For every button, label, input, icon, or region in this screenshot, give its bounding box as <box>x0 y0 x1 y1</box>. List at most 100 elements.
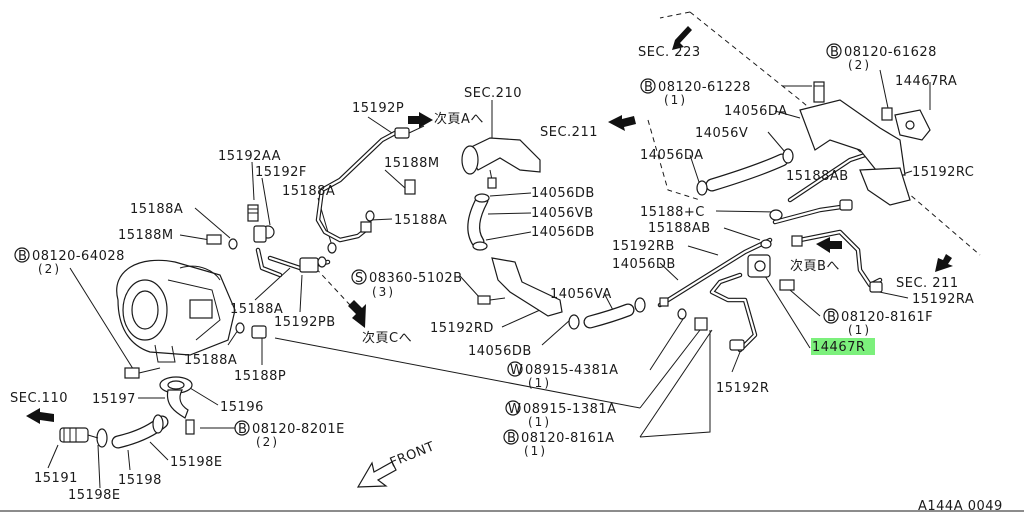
part-15188A-label-2[interactable]: 15188A <box>130 202 183 217</box>
part-15192RB-label[interactable]: 15192RB <box>612 239 675 254</box>
part-14056DA-label[interactable]: 14056DA <box>724 104 788 119</box>
part-15197-label[interactable]: 15197 <box>92 392 136 407</box>
bolt-08120-8201E-label[interactable]: 08120-8201E <box>252 422 345 437</box>
part-14056DA-label-2[interactable]: 14056DA <box>640 148 704 163</box>
sec-211-label[interactable]: SEC.211 <box>540 125 598 140</box>
prefix-markers: B B B S B W W B B <box>14 43 842 446</box>
svg-text:B: B <box>507 431 516 446</box>
part-14056DB-label-2[interactable]: 14056DB <box>531 225 595 240</box>
part-14056DB-label-3[interactable]: 14056DB <box>612 257 676 272</box>
part-15192P-label[interactable]: 15192P <box>352 101 404 116</box>
svg-text:(1): (1) <box>848 323 871 337</box>
part-15188M-label-2[interactable]: 15188M <box>118 228 174 243</box>
arrow-icon <box>672 26 692 50</box>
highlight-box <box>811 338 875 355</box>
part-14056VA-label[interactable]: 14056VA <box>550 287 612 302</box>
part-15188C-label[interactable]: 15188+C <box>640 205 705 220</box>
bolt-icon <box>124 367 161 379</box>
bolt-08120-64028-label[interactable]: 08120-64028 <box>32 249 125 264</box>
svg-text:(1): (1) <box>528 415 551 429</box>
svg-text:B: B <box>644 80 653 95</box>
part-15192F-label[interactable]: 15192F <box>255 165 307 180</box>
arrow-icon <box>26 408 54 424</box>
sec-211-label-2[interactable]: SEC. 211 <box>896 276 959 291</box>
part-15198-label[interactable]: 15198 <box>118 473 162 488</box>
water-pipe-assembly <box>657 147 883 353</box>
next-page-B-label[interactable]: 次頁Bへ <box>790 258 840 274</box>
part-labels: SEC. 223 08120-61628 (2) 14467RA 08120-6… <box>10 45 1003 512</box>
svg-text:(1): (1) <box>664 93 687 107</box>
svg-text:B: B <box>830 45 839 60</box>
screw-08360-5102B-label[interactable]: 08360-5102B <box>369 271 463 286</box>
arrow-icon <box>816 237 842 253</box>
part-15188AB-label-2[interactable]: 15188AB <box>648 221 711 236</box>
svg-text:(1): (1) <box>524 444 547 458</box>
part-15198E-label[interactable]: 15198E <box>170 455 223 470</box>
part-15196-label[interactable]: 15196 <box>220 400 264 415</box>
bolt-08120-8161A-label[interactable]: 08120-8161A <box>521 431 615 446</box>
next-page-C-label[interactable]: 次頁Cへ <box>362 330 412 346</box>
connector <box>59 427 99 443</box>
bolt-08120-61228-label[interactable]: 08120-61228 <box>658 80 751 95</box>
sec-210-label[interactable]: SEC.210 <box>464 86 522 101</box>
svg-text:B: B <box>238 422 247 437</box>
figure-code: A144A 0049 <box>918 499 1003 512</box>
arrow-icon <box>348 300 366 328</box>
bolt-08120-61628-label[interactable]: 08120-61628 <box>844 45 937 60</box>
arrow-icons <box>26 26 953 488</box>
part-15192RC-label[interactable]: 15192RC <box>912 165 974 180</box>
part-15188A-label-3[interactable]: 15188A <box>394 213 447 228</box>
part-14467R-label[interactable]: 14467R <box>812 340 865 355</box>
part-14056V-label[interactable]: 14056V <box>695 126 748 141</box>
part-15188AB-label[interactable]: 15188AB <box>786 169 849 184</box>
svg-text:(2): (2) <box>848 58 871 72</box>
svg-text:(1): (1) <box>528 376 551 390</box>
part-15191-label[interactable]: 15191 <box>34 471 78 486</box>
next-page-A-label[interactable]: 次頁Aへ <box>434 111 484 127</box>
part-15192RD-label[interactable]: 15192RD <box>430 321 494 336</box>
svg-text:W: W <box>508 402 521 417</box>
heat-shield-bracket <box>799 81 931 206</box>
sec-223-label[interactable]: SEC. 223 <box>638 45 701 60</box>
pipe-bracket <box>477 257 563 317</box>
water-hose <box>467 193 490 251</box>
svg-text:B: B <box>827 310 836 325</box>
arrow-icon <box>608 115 636 131</box>
part-15188M-label[interactable]: 15188M <box>384 156 440 171</box>
washer-08915-4381A-label[interactable]: 08915-4381A <box>525 363 619 378</box>
part-15192R-label[interactable]: 15192R <box>716 381 769 396</box>
banjo-bolts <box>206 179 416 339</box>
svg-text:B: B <box>18 249 27 264</box>
part-15188A-label-4[interactable]: 15188A <box>230 302 283 317</box>
part-15198E-label-2[interactable]: 15198E <box>68 488 121 503</box>
bolt-08120-8161F-label[interactable]: 08120-8161F <box>841 310 933 325</box>
part-15188A-label[interactable]: 15188A <box>282 184 335 199</box>
arrow-icon <box>935 254 953 272</box>
part-15192PB-label[interactable]: 15192PB <box>274 315 336 330</box>
part-14056VB-label[interactable]: 14056VB <box>531 206 594 221</box>
arrow-icon <box>408 112 433 128</box>
oil-return-tube <box>159 376 195 435</box>
part-15188P-label[interactable]: 15188P <box>234 369 286 384</box>
oil-feed-pipe <box>255 125 425 278</box>
return-hose <box>96 414 169 449</box>
front-label: FRONT <box>388 439 437 470</box>
part-14056DB-label-4[interactable]: 14056DB <box>468 344 532 359</box>
part-14056DB-label[interactable]: 14056DB <box>531 186 595 201</box>
water-hose-lower <box>568 297 646 330</box>
leader-lines <box>47 11 981 489</box>
water-outlet <box>461 137 541 189</box>
front-arrow-icon <box>356 461 397 488</box>
svg-text:(2): (2) <box>38 262 61 276</box>
washer-08915-1381A-label[interactable]: 08915-1381A <box>523 402 617 417</box>
sec-110-label[interactable]: SEC.110 <box>10 391 68 406</box>
part-15192RA-label[interactable]: 15192RA <box>912 292 974 307</box>
part-15188A-label-5[interactable]: 15188A <box>184 353 237 368</box>
svg-text:S: S <box>355 271 364 286</box>
turbocharger <box>116 259 236 363</box>
svg-text:(2): (2) <box>256 435 279 449</box>
svg-text:W: W <box>510 363 523 378</box>
part-15192AA-label[interactable]: 15192AA <box>218 149 281 164</box>
part-14467RA-label[interactable]: 14467RA <box>895 74 957 89</box>
